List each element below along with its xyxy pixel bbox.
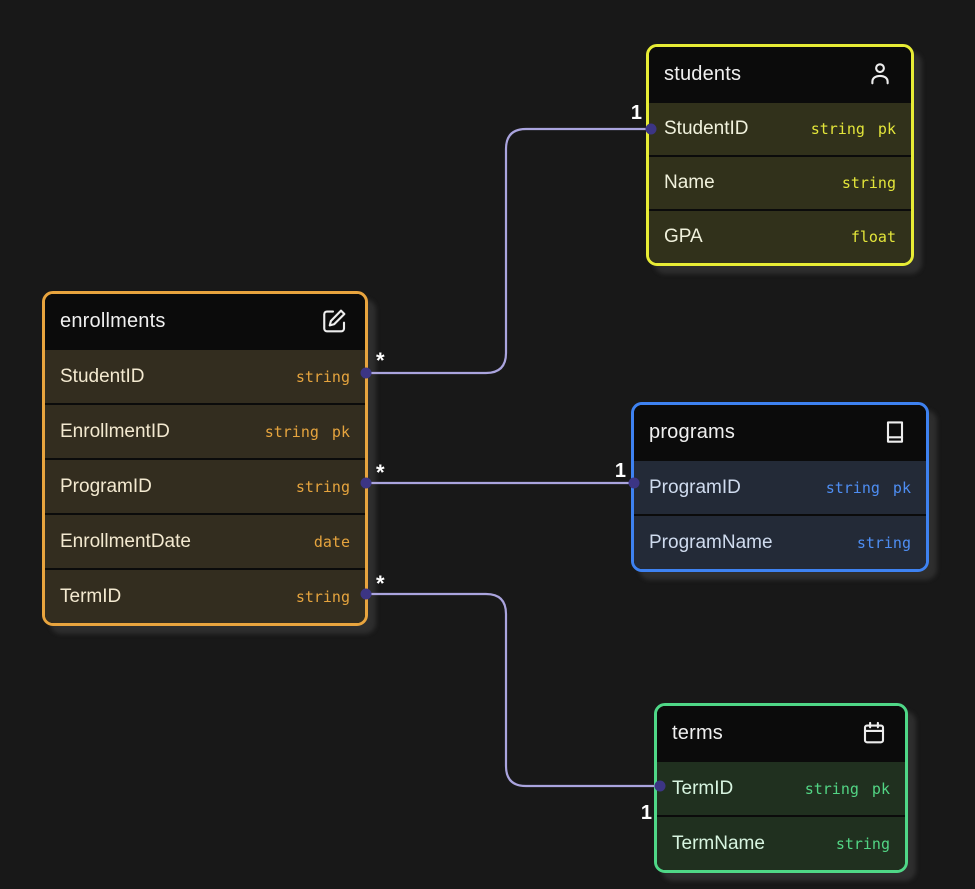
field-type: string [841,174,896,192]
field-row-termid[interactable]: TermID string [45,570,365,623]
field-row-studentid[interactable]: StudentID string pk [649,103,911,155]
field-type: float [850,228,896,246]
field-row-programname[interactable]: ProgramName string [634,516,926,569]
person-icon [864,58,896,90]
field-name: EnrollmentDate [60,530,191,552]
field-name: TermName [672,832,765,854]
cardinality-one-programs: 1 [614,460,626,482]
table-enrollments[interactable]: enrollments StudentID string EnrollmentI… [42,291,368,626]
field-row-programid[interactable]: ProgramID string [45,460,365,513]
field-name: ProgramID [649,476,741,498]
field-list: ProgramID string pk ProgramName string [634,459,926,569]
cardinality-many-studentid: * [376,348,385,373]
cardinality-one-terms: 1 [640,802,652,824]
field-name: ProgramID [60,475,152,497]
table-terms-header[interactable]: terms [657,706,905,760]
book-icon [879,416,911,448]
field-row-enrollmentdate[interactable]: EnrollmentDate date [45,515,365,568]
field-type: string [295,477,350,496]
field-name: Name [664,172,715,193]
field-row-name[interactable]: Name string [649,157,911,209]
relation-enrollments-terms[interactable] [366,592,660,788]
field-type: string pk [264,422,350,441]
field-name: StudentID [60,365,145,387]
field-row-gpa[interactable]: GPA float [649,211,911,263]
field-row-enrollmentid[interactable]: EnrollmentID string pk [45,405,365,458]
field-row-termname[interactable]: TermName string [657,817,905,870]
field-name: GPA [664,226,703,247]
table-students-header[interactable]: students [649,47,911,101]
cardinality-one-students: 1 [630,102,642,124]
table-title: programs [649,420,736,443]
edit-icon [318,305,350,337]
field-name: TermID [672,777,734,799]
field-name: ProgramName [649,531,773,553]
field-row-termid[interactable]: TermID string pk [657,762,905,815]
field-type: date [313,532,350,551]
field-name: EnrollmentID [60,420,170,442]
table-programs-header[interactable]: programs [634,405,926,459]
field-row-studentid[interactable]: StudentID string [45,350,365,403]
field-type: string pk [810,120,896,138]
field-type: string pk [825,478,911,497]
field-type: string [295,587,350,606]
calendar-icon [858,717,890,749]
table-title: students [664,62,742,85]
table-enrollments-header[interactable]: enrollments [45,294,365,348]
field-type: string [295,367,350,386]
table-students[interactable]: students StudentID string pk Name string… [646,44,914,266]
field-type: string [835,834,890,853]
cardinality-many-termid: * [376,571,385,596]
field-row-programid[interactable]: ProgramID string pk [634,461,926,514]
table-title: terms [672,721,723,744]
field-type: string pk [804,779,890,798]
table-title: enrollments [60,309,166,332]
relation-enrollments-students[interactable] [366,127,651,375]
table-terms[interactable]: terms TermID string pk TermName string [654,703,908,873]
cardinality-many-programid: * [376,460,385,485]
field-name: StudentID [664,118,749,139]
field-list: TermID string pk TermName string [657,760,905,870]
field-list: StudentID string EnrollmentID string pk … [45,348,365,623]
table-programs[interactable]: programs ProgramID string pk ProgramName… [631,402,929,572]
field-type: string [856,533,911,552]
field-name: TermID [60,585,122,607]
field-list: StudentID string pk Name string GPA floa… [649,101,911,263]
